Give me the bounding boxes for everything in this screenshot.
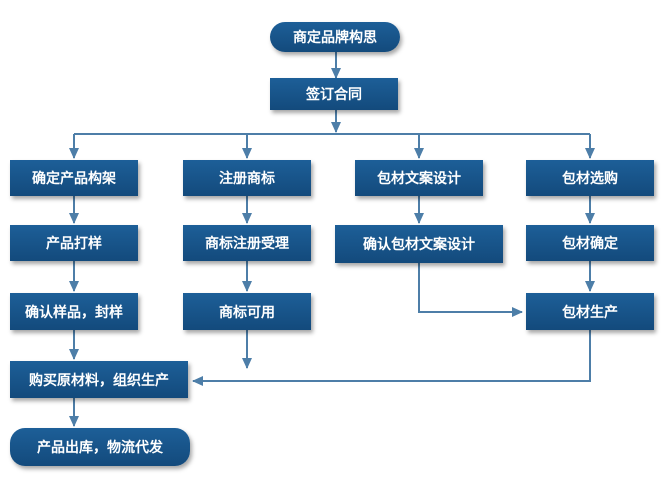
- step-register-trademark: 注册商标: [183, 160, 311, 196]
- step-product-shipping: 产品出库，物流代发: [10, 428, 190, 466]
- step-trademark-usable: 商标可用: [183, 293, 311, 330]
- step-confirm-sample-seal: 确认样品，封样: [10, 293, 138, 330]
- step-buy-raw-materials: 购买原材料，组织生产: [10, 361, 188, 398]
- step-packaging-purchase: 包材选购: [526, 160, 654, 196]
- step-confirm-packaging-copy: 确认包材文案设计: [335, 225, 503, 263]
- step-packaging-confirm: 包材确定: [526, 225, 654, 261]
- step-brand-concept: 商定品牌构思: [270, 22, 400, 52]
- step-product-sample: 产品打样: [10, 225, 138, 261]
- step-product-design: 确定产品构架: [10, 160, 138, 196]
- arrow-production-to-raw: [192, 330, 591, 386]
- step-sign-contract: 签订合同: [270, 78, 398, 110]
- step-packaging-production: 包材生产: [526, 293, 654, 330]
- step-packaging-copy-design: 包材文案设计: [355, 160, 483, 196]
- arrow-confirm-copy-to-production: [418, 263, 523, 317]
- step-trademark-accepted: 商标注册受理: [183, 225, 311, 261]
